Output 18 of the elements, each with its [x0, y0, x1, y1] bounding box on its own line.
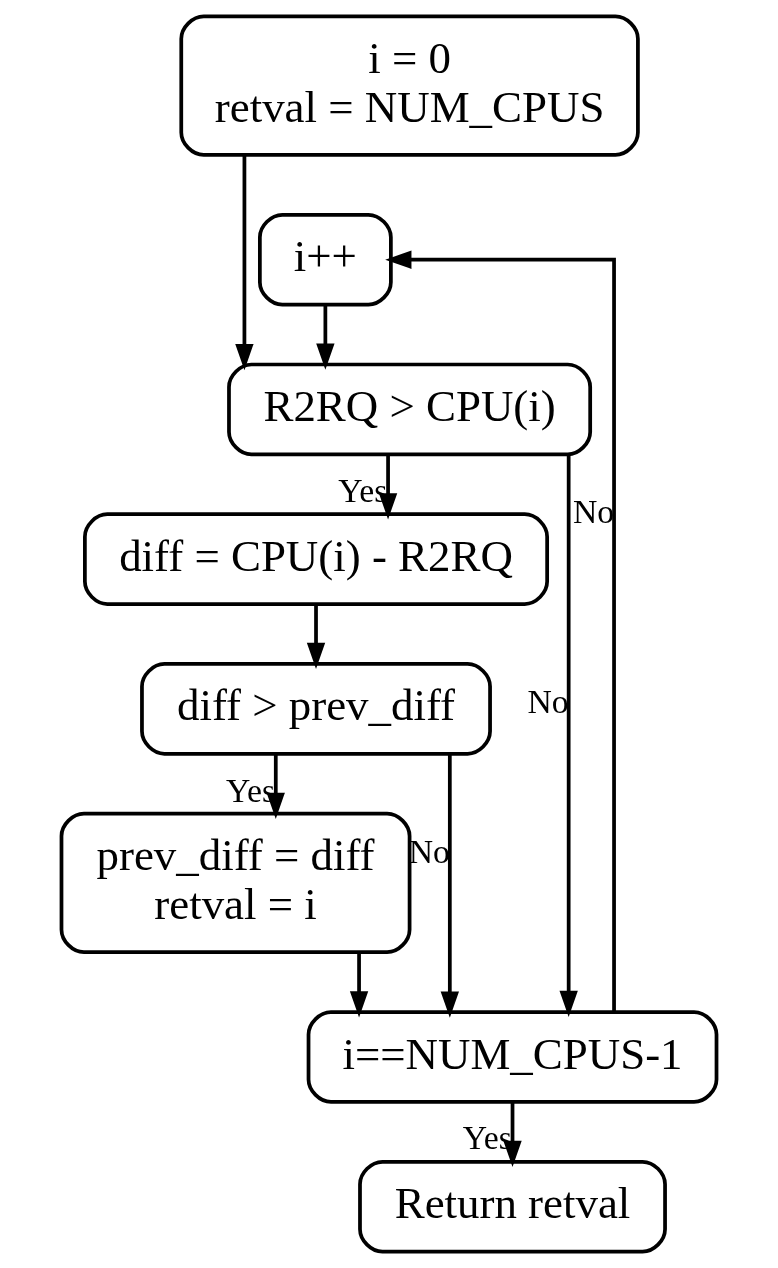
- arrow: [385, 250, 616, 1012]
- node-box: diff > prev_diff: [140, 662, 492, 756]
- node-box: i = 0 retval = NUM_CPUS: [179, 14, 640, 157]
- arrow: [349, 952, 369, 1018]
- node-box: R2RQ > CPU(i): [227, 362, 593, 457]
- node-box: diff = CPU(i) - R2RQ: [83, 512, 549, 606]
- arrow: [503, 1101, 522, 1167]
- edge-label: No: [527, 683, 569, 721]
- arrow: [559, 454, 578, 1018]
- node-box: Return retval: [358, 1159, 667, 1254]
- node-box: prev_diff = diff retval = i: [59, 811, 412, 955]
- arrow: [378, 454, 398, 520]
- arrow: [306, 604, 326, 670]
- arrow: [440, 754, 459, 1018]
- arrow: [316, 304, 335, 370]
- node-box: i==NUM_CPUS-1: [306, 1010, 719, 1104]
- arrow: [235, 155, 254, 371]
- node-box: i++: [258, 212, 393, 307]
